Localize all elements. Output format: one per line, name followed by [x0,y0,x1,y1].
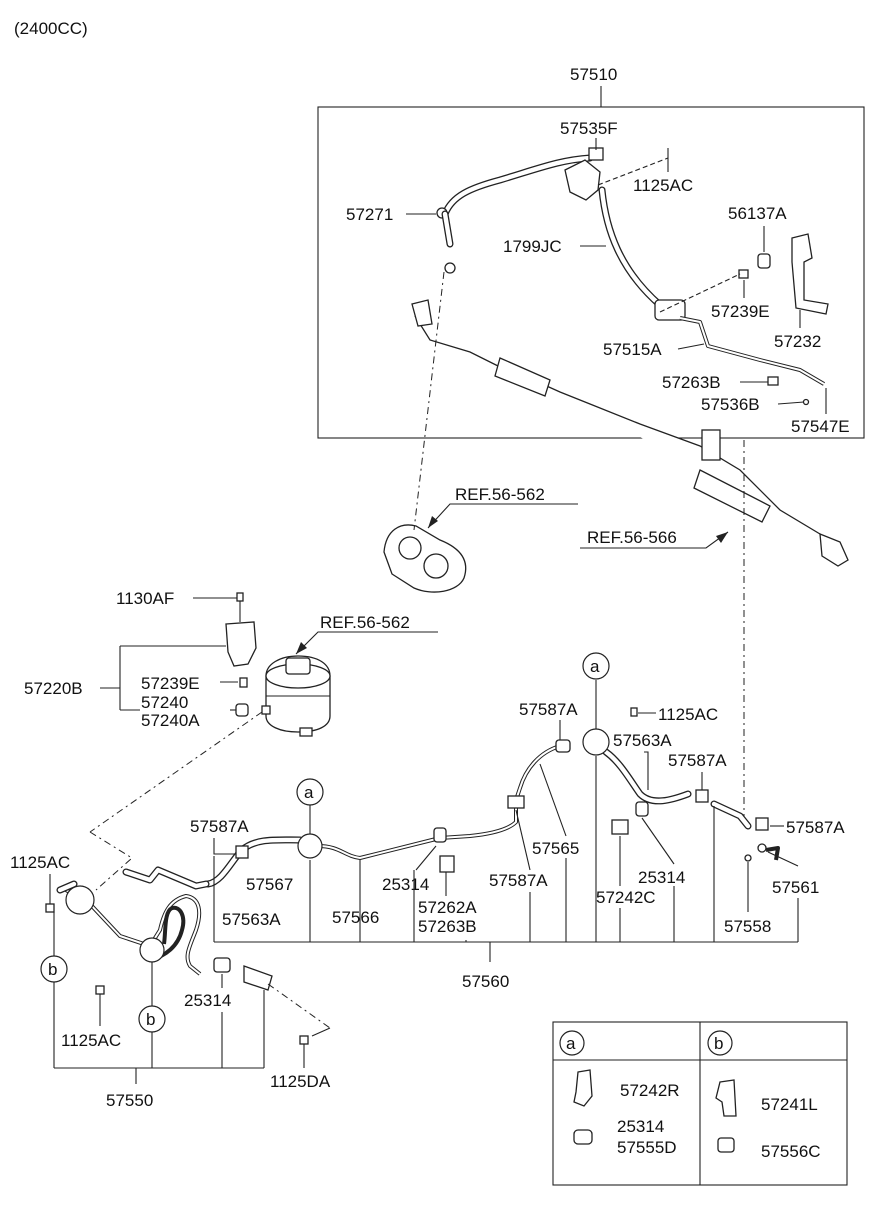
legend-callout-b [707,1030,733,1056]
legend-a-part-2: 25314 [617,1117,664,1136]
part-label-1125AC-top: 1125AC [633,176,693,195]
pressure-hose [436,147,686,321]
callout-a-left-letter: a [304,783,314,802]
grommet-57555D-icon [573,1129,593,1145]
legend-b-part-1: 57241L [761,1095,818,1114]
part-label-57263B-bottom: 57263B [418,917,477,936]
part-label-1799JC: 1799JC [503,237,562,256]
part-label-1125AC-mid: 1125AC [658,705,718,724]
rack-boot-left [494,357,551,397]
part-label-25314-right: 25314 [638,868,685,887]
part-label-57263B-top: 57263B [662,373,721,392]
part-label-57550: 57550 [106,1091,153,1110]
clamp-a-right [582,728,610,756]
part-label-57563A-left: 57563A [222,910,281,929]
part-57239E-reservoir [239,677,248,688]
fluid-reservoir [261,655,331,737]
part-label-57515A: 57515A [603,340,662,359]
part-57239E-top [738,269,749,279]
part-label-57535F: 57535F [560,119,618,138]
steering-gear-box: 57510 [317,65,865,567]
callout-b-left-letter: b [48,960,57,979]
part-label-57536B: 57536B [701,395,760,414]
group-bracket-57550: 57550 [53,982,265,1110]
part-label-1125AC-left: 1125AC [10,853,70,872]
part-label-57510: 57510 [570,65,617,84]
part-label-57262A: 57262A [418,898,477,917]
part-label-57239E-reservoir: 57239E [141,674,200,693]
clamp-a-left [297,833,323,859]
clamp-b-left [65,885,95,915]
part-label-57561: 57561 [772,878,819,897]
bracket-57232 [791,233,829,315]
part-label-57587A-2: 57587A [668,751,727,770]
legend-callout-a [559,1030,585,1056]
part-label-57587A-1: 57587A [519,700,578,719]
part-label-1125DA: 1125DA [270,1072,331,1091]
part-label-57587A-left: 57587A [190,817,249,836]
part-label-57563A-right: 57563A [613,731,672,750]
legend-a-part-1: 57242R [620,1081,680,1100]
power-steering-pump: REF.56-562 [383,271,578,593]
clip-57241L-icon [715,1079,737,1117]
legend-callout-a-letter: a [566,1034,576,1053]
part-label-57566: 57566 [332,908,379,927]
rack-boot-right [693,469,771,523]
part-label-25314-low: 25314 [184,991,231,1010]
clamp-b-mid [139,937,165,963]
callout-a-top [582,652,610,680]
part-label-57587A-3: 57587A [786,818,845,837]
grommet-57556C-icon [717,1137,735,1153]
ref-label-pump: REF.56-562 [455,485,545,504]
pinion-housing [701,429,721,461]
o-ring [444,262,456,274]
part-label-57565: 57565 [532,839,579,858]
part-57240 [235,703,249,717]
part-label-57240A: 57240A [141,711,200,730]
part-label-56137A: 56137A [728,204,787,223]
engine-spec-label: (2400CC) [14,19,88,38]
part-label-57558: 57558 [724,917,771,936]
reservoir-group: 1130AF 57220B 57239E 57240 57240A REF.56… [24,589,438,891]
assembly-frame [317,106,865,439]
callout-b-mid-letter: b [146,1010,155,1029]
steering-rack [411,299,849,567]
part-label-57271: 57271 [346,205,393,224]
legend-callout-b-letter: b [714,1034,723,1053]
ref-label-gear: REF.56-566 [587,528,677,547]
part-label-1130AF: 1130AF [116,589,174,608]
part-label-57239E-top: 57239E [711,302,770,321]
callout-a-top-letter: a [590,657,600,676]
part-label-57232: 57232 [774,332,821,351]
legend-b-part-2: 57556C [761,1142,821,1161]
part-label-57567: 57567 [246,875,293,894]
legend-box: a b 57242R 25314 57555D 57241L 57556C [552,1021,848,1186]
reservoir-bracket [225,621,257,667]
part-label-1125AC-low: 1125AC [61,1031,121,1050]
return-hose-network: a a [204,652,780,888]
part-label-57587A-4: 57587A [489,871,548,890]
part-label-57560: 57560 [462,972,509,991]
gear-reference: REF.56-566 [580,440,745,818]
part-label-57547E: 57547E [791,417,850,436]
legend-a-part-3: 57555D [617,1138,677,1157]
clip-57242R-icon [573,1069,593,1107]
hose-clamp-bracket [564,159,601,201]
part-label-57242C: 57242C [596,888,656,907]
part-label-25314-mid: 25314 [382,875,429,894]
bushing-56137A [757,253,771,269]
cooler-tube-assembly [45,866,331,1045]
ref-label-reservoir: REF.56-562 [320,613,410,632]
tie-rod-end-left [411,299,433,327]
callout-a-left [296,778,324,806]
part-label-57220B: 57220B [24,679,83,698]
group-bracket-57560: 57560 [213,756,799,991]
tie-rod-end-right [819,533,849,567]
part-label-57240: 57240 [141,693,188,712]
